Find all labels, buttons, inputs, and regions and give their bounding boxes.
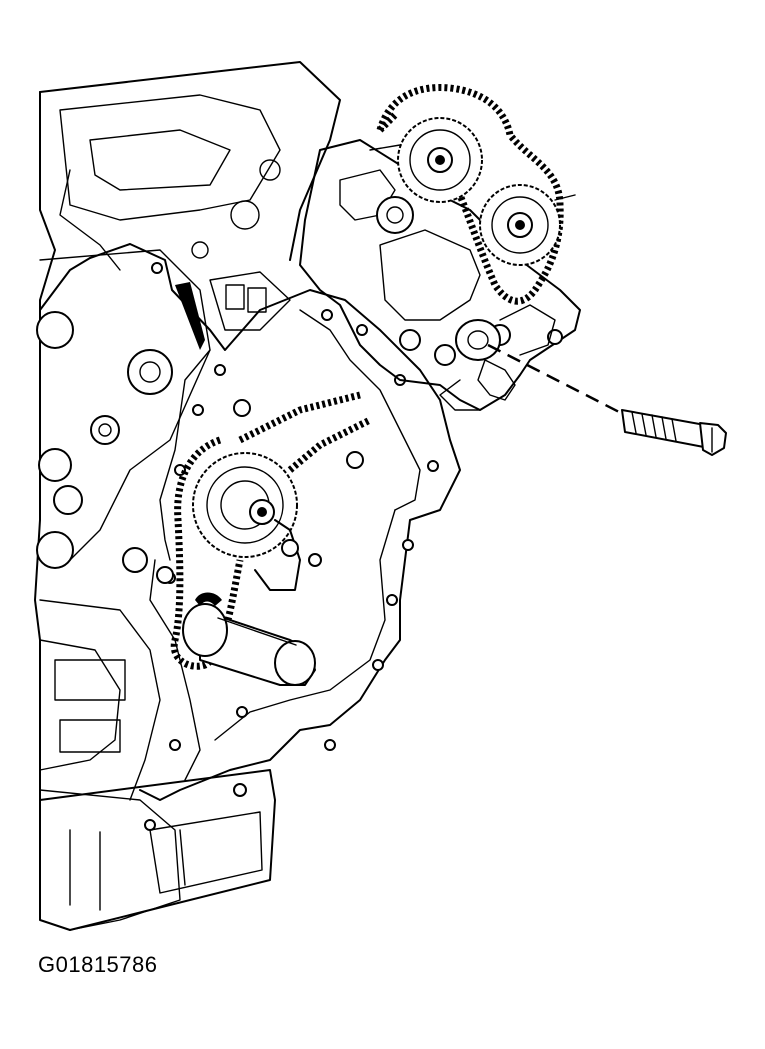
cylinder-head-icon — [299, 139, 581, 411]
timing-chain-icon — [376, 84, 564, 305]
crankshaft-nose-icon — [182, 592, 316, 686]
engine-block-icon — [34, 61, 341, 931]
bolt-icon — [487, 343, 727, 456]
camshaft-sprocket-icon — [369, 117, 576, 266]
oil-pan-icon — [39, 769, 276, 931]
figure-id-label: G01815786 — [38, 952, 158, 977]
